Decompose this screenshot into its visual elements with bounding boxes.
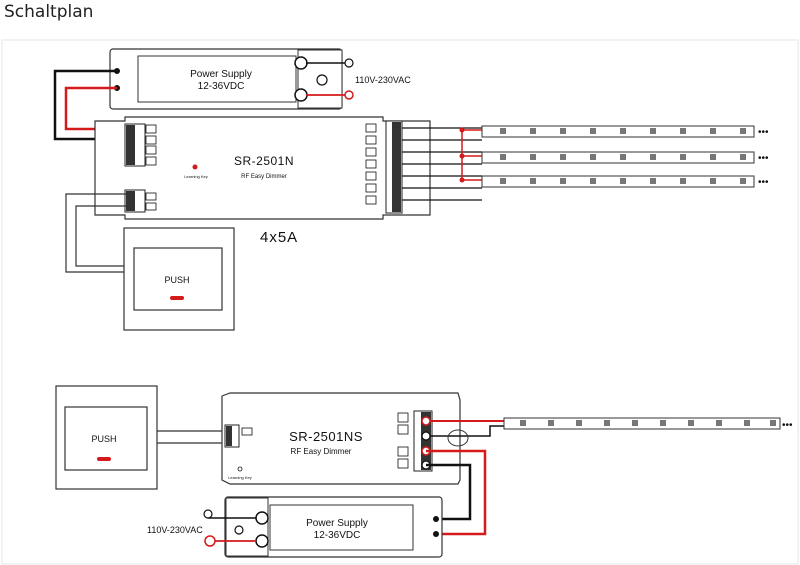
page-title: Schaltplan [4, 2, 94, 22]
top-ps-label-1: Power Supply [190, 69, 252, 80]
top-ps-label-2: 12-36VDC [198, 81, 245, 92]
top-power-supply: Power Supply 12-36VDC 110V-230VAC [109, 48, 411, 110]
top-led-strip-1 [481, 125, 755, 138]
bottom-model: SR-2501NS [289, 429, 363, 444]
top-led-strip-3 [481, 175, 755, 188]
bottom-mains-label: 110V-230VAC [147, 525, 203, 535]
top-strip-ellipsis-2: ••• [758, 153, 769, 164]
bottom-push-label: PUSH [91, 434, 116, 444]
top-learning-key: Learning Key [184, 174, 208, 179]
top-rating: 4x5A [260, 229, 298, 246]
top-led-strip-2 [481, 151, 755, 164]
top-controller: Learning Key SR-2501N RF Easy Dimmer [94, 116, 431, 220]
bottom-led-strip [503, 417, 781, 430]
bottom-power-supply: Power Supply 12-36VDC [224, 496, 443, 558]
bottom-strip-ellipsis: ••• [782, 420, 793, 431]
bottom-controller: Learning Key SR-2501NS RF Easy Dimmer [221, 392, 461, 485]
top-strip-ellipsis-1: ••• [758, 127, 769, 138]
top-subtitle: RF Easy Dimmer [241, 174, 287, 180]
top-push-label: PUSH [164, 275, 189, 285]
top-output-wires [402, 127, 482, 201]
top-mains-label: 110V-230VAC [355, 75, 411, 85]
title-bar: Schaltplan [0, 0, 800, 36]
top-model: SR-2501N [234, 154, 294, 168]
bottom-learning-key: Learning Key [228, 475, 252, 480]
wiring-diagram: Power Supply 12-36VDC 110V-230VAC Learni… [1, 39, 799, 565]
bottom-ps-label-2: 12-36VDC [314, 530, 361, 541]
bottom-ps-label-1: Power Supply [306, 518, 368, 529]
top-push-button: PUSH [123, 227, 235, 331]
top-strip-ellipsis-3: ••• [758, 177, 769, 188]
bottom-subtitle: RF Easy Dimmer [291, 447, 352, 456]
bottom-push-button: PUSH [55, 385, 158, 490]
